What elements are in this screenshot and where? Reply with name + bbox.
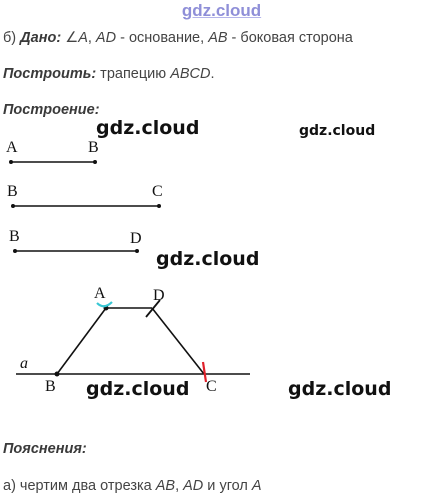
construct-line: Построить: трапецию ABCD. (3, 66, 215, 82)
given-text3: - боковая сторона (227, 30, 353, 46)
label-seg1-b: B (88, 139, 99, 156)
label-trapezoid-d: D (153, 287, 165, 304)
watermark-5: gdz.cloud (288, 378, 392, 400)
given-line: б) Дано: ∠A, AD - основание, AB - бокова… (3, 30, 353, 46)
construct-text2: . (210, 66, 215, 82)
label-trapezoid-c: C (206, 378, 217, 395)
explanation-a-prefix: а) чертим два отрезка (3, 478, 156, 494)
arc-mark-a (96, 301, 113, 308)
label-seg2-c: C (152, 183, 163, 200)
vertex-b-dot (54, 371, 60, 377)
given-text2: - основание, (116, 30, 209, 46)
segment-bd-end-dot (135, 249, 139, 253)
given-prefix: б) (3, 30, 21, 46)
explanations-heading-text: Пояснения: (3, 441, 87, 457)
explanation-a-angle: A (251, 478, 262, 494)
explanation-a-mid: и угол (203, 478, 252, 494)
watermark-3: gdz.cloud (156, 248, 260, 270)
segment-bc-start-dot (11, 204, 15, 208)
label-seg2-b: B (7, 183, 18, 200)
explanation-a-sep: , (175, 478, 184, 494)
explanation-a-seg1: AB (155, 478, 176, 494)
construct-trapezoid: ABCD (170, 66, 211, 82)
trapezoid-side-dc (151, 307, 205, 375)
label-trapezoid-b: B (45, 378, 56, 395)
watermark-top: gdz.cloud (181, 1, 262, 20)
label-trapezoid-a: A (94, 285, 106, 302)
segment-ab-start-dot (9, 160, 13, 164)
construction-heading-text: Построение: (3, 102, 100, 118)
segment-bc-end-dot (157, 204, 161, 208)
segment-ab-end-dot (93, 160, 97, 164)
arc-mark-c (201, 361, 208, 383)
trapezoid-side-ab (56, 307, 107, 375)
explanations-heading: Пояснения: (3, 441, 87, 457)
label-seg3-b: B (9, 228, 20, 245)
label-line-a: a (20, 355, 28, 372)
angle-vertex: A (78, 30, 88, 46)
given-label: Дано: (20, 30, 62, 46)
given-base-segment: AD (95, 30, 117, 46)
explanation-a-seg2: AD (183, 478, 204, 494)
segment-bd-start-dot (13, 249, 17, 253)
label-seg1-a: A (6, 139, 18, 156)
explanation-a: а) чертим два отрезка AB, AD и угол A (3, 478, 262, 494)
construct-label: Построить: (3, 66, 97, 82)
given-side-segment: AB (208, 30, 228, 46)
label-seg3-d: D (130, 230, 142, 247)
construct-text1: трапецию (96, 66, 171, 82)
watermark-4: gdz.cloud (86, 378, 190, 400)
watermark-1: gdz.cloud (96, 117, 200, 139)
watermark-2: gdz.cloud (299, 123, 376, 139)
arc-mark-d (145, 299, 161, 318)
angle-symbol: ∠ (65, 30, 79, 46)
given-text1: , (87, 30, 96, 46)
construction-heading: Построение: (3, 102, 100, 118)
